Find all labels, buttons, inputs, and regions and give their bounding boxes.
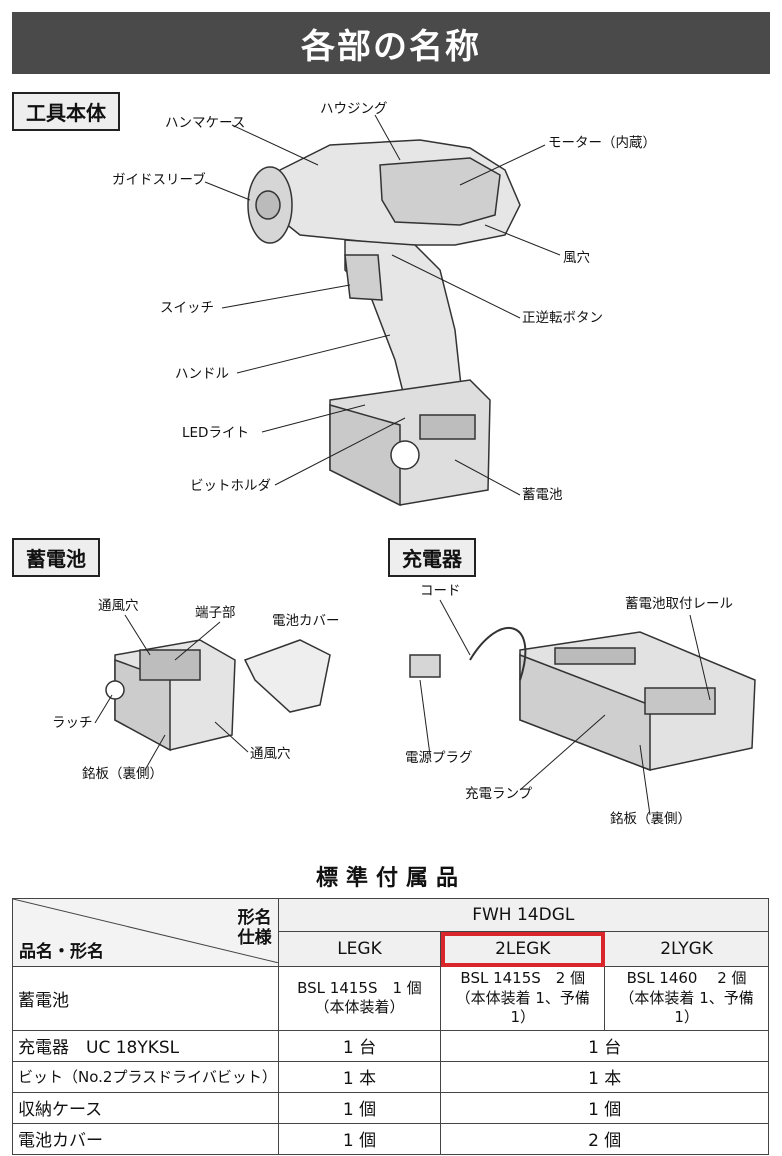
spec-cell: BSL 1460 2 個（本体装着 1、予備 1） [604, 966, 769, 1031]
label-terminal: 端子部 [195, 605, 236, 621]
spec-cell: BSL 1415S 2 個（本体装着 1、予備 1） [440, 966, 606, 1031]
label-handle: ハンドル [175, 366, 229, 382]
battery-illustration [105, 639, 236, 752]
table-row: 収納ケース 1 個 1 個 [12, 1091, 769, 1124]
item-cell: 収納ケース [12, 1091, 279, 1124]
label-led: LEDライト [182, 425, 249, 441]
table-row: 電池カバー 1 個 2 個 [12, 1122, 769, 1155]
qty-cell: 1 個 [440, 1091, 769, 1124]
label-battery-nameplate: 銘板（裏側） [82, 766, 163, 782]
qty-cell: 1 本 [440, 1060, 769, 1093]
variant-header: LEGK [277, 931, 442, 967]
label-switch: スイッチ [160, 300, 214, 316]
spec-line: BSL 1415S 1 個 [297, 978, 422, 997]
spec-cell: BSL 1415S 1 個（本体装着） [277, 966, 442, 1031]
label-hammer-case: ハンマケース [165, 115, 246, 131]
qty-cell: 1 台 [277, 1029, 442, 1062]
model-header: FWH 14DGL [277, 898, 770, 932]
corner-item-label: 品名・形名 [19, 942, 104, 962]
accessories-table: 形名 仕様 品名・形名 FWH 14DGL LEGK 2LEGK 2LYGK 蓄… [12, 898, 770, 1155]
item-cell: 蓄電池 [12, 966, 279, 1031]
label-battery-vent-side: 通風穴 [250, 746, 291, 762]
label-guide-sleeve: ガイドスリーブ [112, 172, 206, 188]
table-corner-cell: 形名 仕様 品名・形名 [12, 898, 279, 967]
section-charger: 充電器 [388, 538, 476, 577]
corner-spec-label: 仕様 [237, 928, 272, 948]
label-battery-vent-top: 通風穴 [98, 598, 139, 614]
label-battery: 蓄電池 [522, 487, 563, 503]
battery-cover-illustration [243, 639, 331, 713]
table-row: 蓄電池 BSL 1415S 1 個（本体装着） BSL 1415S 2 個（本体… [12, 966, 769, 1031]
spec-line: BSL 1460 2 個 [626, 969, 747, 987]
variant-header-highlighted: 2LEGK [440, 931, 606, 967]
table-row: ビット（No.2プラスドライバビット） 1 本 1 本 [12, 1060, 769, 1093]
spec-note: （本体装着 1、予備 1） [619, 988, 754, 1027]
charger-illustration [409, 627, 756, 772]
variant-header: 2LYGK [604, 931, 769, 967]
qty-cell: 1 個 [277, 1091, 442, 1124]
parts-illustration [94, 114, 756, 816]
battery-leader-lines [94, 614, 249, 771]
impact-driver-illustration [247, 139, 521, 507]
spec-note: （本体装着） [314, 998, 405, 1017]
spec-note: （本体装着 1、予備 1） [455, 988, 590, 1027]
spec-line: BSL 1415S 2 個 [460, 969, 586, 987]
label-battery-cover: 電池カバー [272, 613, 340, 629]
section-tool: 工具本体 [12, 92, 120, 131]
qty-cell: 1 本 [277, 1060, 442, 1093]
qty-cell: 1 個 [277, 1122, 442, 1155]
label-reverse-button: 正逆転ボタン [522, 310, 603, 326]
label-latch: ラッチ [52, 715, 93, 731]
charger-leader-lines [419, 599, 711, 816]
corner-diagonal [13, 899, 279, 963]
section-battery: 蓄電池 [12, 538, 100, 577]
label-motor: モーター（内蔵） [548, 135, 656, 151]
qty-cell: 2 個 [440, 1122, 769, 1155]
table-row: 充電器 UC 18YKSL 1 台 1 台 [12, 1029, 769, 1062]
label-housing: ハウジング [320, 101, 388, 117]
item-cell: 充電器 UC 18YKSL [12, 1029, 279, 1062]
item-cell: 電池カバー [12, 1122, 279, 1155]
corner-model-label: 形名 [237, 908, 272, 928]
label-bit-holder: ビットホルダ [190, 478, 271, 494]
label-plug: 電源プラグ [405, 750, 473, 766]
item-cell: ビット（No.2プラスドライバビット） [12, 1060, 279, 1093]
qty-cell: 1 台 [440, 1029, 769, 1062]
label-rail: 蓄電池取付レール [625, 596, 733, 612]
tool-leader-lines [204, 114, 561, 496]
label-lamp: 充電ランプ [465, 786, 533, 802]
label-cord: コード [420, 583, 461, 599]
table-title: 標準付属品 [315, 866, 466, 891]
page-title: 各部の名称 [12, 12, 770, 74]
label-charger-nameplate: 銘板（裏側） [610, 811, 691, 827]
label-vent: 風穴 [563, 250, 590, 266]
